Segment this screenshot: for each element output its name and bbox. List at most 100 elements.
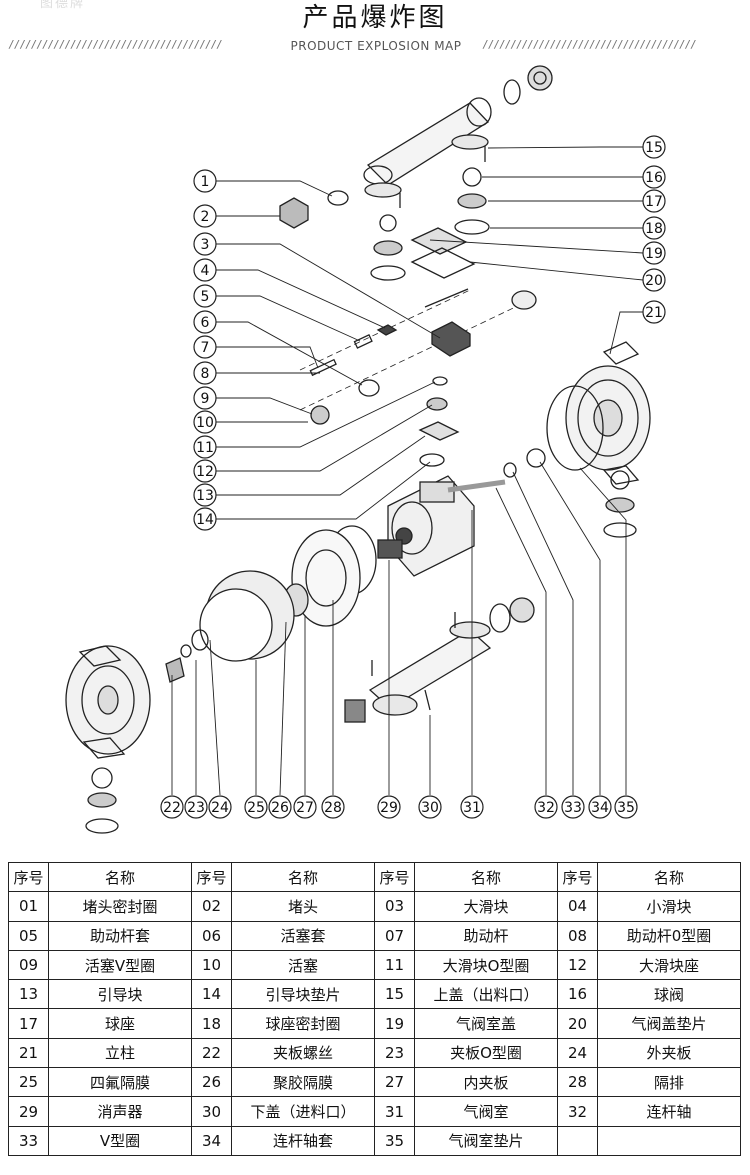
part-name-cell: 气阀室盖 [414, 1008, 558, 1039]
bottom-manifold [344, 597, 535, 723]
part-name-cell: 隔排 [597, 1067, 741, 1098]
callout-marker: 6 [193, 310, 217, 334]
callout-label: 31 [463, 800, 481, 816]
part-number-cell: 26 [191, 1067, 232, 1098]
part-number-cell: 31 [374, 1096, 415, 1127]
callout-circle [193, 507, 217, 531]
part-number-cell: 05 [8, 920, 49, 951]
part-number-cell: 30 [191, 1096, 232, 1127]
callout-label: 23 [187, 800, 205, 816]
callout-circle [193, 435, 217, 459]
part-number-cell: 18 [191, 1008, 232, 1039]
callout-label: 34 [591, 800, 609, 816]
part-number-cell: 09 [8, 949, 49, 981]
part-number-cell: 03 [374, 891, 415, 922]
callout-label: 3 [201, 237, 210, 253]
callout-label: 21 [645, 305, 663, 321]
part-name-cell: 堵头密封圈 [48, 891, 192, 922]
callout-label: 33 [564, 800, 582, 816]
callout-label: 27 [296, 800, 314, 816]
top-manifold [279, 65, 553, 229]
callout-marker: 23 [184, 795, 208, 819]
explosion-diagram: 1234567891011121314151617181920212223242… [65, 65, 666, 834]
callout-label: 22 [163, 800, 181, 816]
air-chamber [377, 475, 506, 577]
callout-circle [642, 268, 666, 292]
center-parts [299, 288, 537, 467]
divider-right: ////////////////////////////////////// [482, 38, 697, 51]
column-header: 名称 [48, 861, 192, 893]
part-number-cell: 14 [191, 979, 232, 1010]
part-number-cell: 34 [191, 1125, 232, 1156]
part-name-cell: 活塞V型圈 [48, 949, 192, 981]
callout-label: 12 [196, 464, 214, 480]
callout-label: 5 [201, 289, 210, 305]
callout-label: 15 [645, 140, 663, 156]
column-header: 名称 [597, 861, 741, 893]
column-header: 序号 [8, 861, 49, 893]
callout-label: 13 [196, 488, 214, 504]
part-number-cell: 02 [191, 891, 232, 922]
part-name-cell: 球阀 [597, 979, 741, 1010]
callout-circle [642, 216, 666, 240]
callout-marker: 4 [193, 258, 217, 282]
part-number-cell: 33 [8, 1125, 49, 1156]
callout-circle [642, 135, 666, 159]
part-name-cell: 助动杆 [414, 920, 558, 951]
callout-label: 11 [196, 440, 214, 456]
part-name-cell: 球座 [48, 1008, 192, 1039]
part-number-cell: 24 [557, 1037, 598, 1069]
callout-label: 17 [645, 194, 663, 210]
callout-circle [244, 795, 268, 819]
callout-label: 24 [211, 800, 229, 816]
part-number-cell [557, 1125, 598, 1156]
callout-marker: 15 [642, 135, 666, 159]
callout-label: 30 [421, 800, 439, 816]
callout-label: 1 [201, 174, 210, 190]
callout-circle [377, 795, 401, 819]
part-number-cell: 28 [557, 1067, 598, 1098]
part-name-cell: 上盖（出料口） [414, 979, 558, 1010]
callout-label: 29 [380, 800, 398, 816]
part-name-cell: 气阀室垫片 [414, 1125, 558, 1156]
callout-marker: 19 [642, 241, 666, 265]
part-name-cell: 活塞套 [231, 920, 375, 951]
callout-label: 18 [645, 221, 663, 237]
part-number-cell: 15 [374, 979, 415, 1010]
callout-marker: 1 [193, 169, 217, 193]
callout-circle [561, 795, 585, 819]
part-name-cell: 引导块垫片 [231, 979, 375, 1010]
part-number-cell: 32 [557, 1096, 598, 1127]
column-header: 名称 [231, 861, 375, 893]
part-number-cell: 19 [374, 1008, 415, 1039]
callout-marker: 21 [642, 300, 666, 324]
part-name-cell: 外夹板 [597, 1037, 741, 1069]
callout-circle [293, 795, 317, 819]
callout-circle [208, 795, 232, 819]
part-name-cell: 大滑块座 [597, 949, 741, 981]
table-header-row: 序号 名称 序号 名称 序号 名称 序号 名称 [8, 861, 741, 893]
callout-circle [193, 459, 217, 483]
callout-circle [193, 410, 217, 434]
leader-lines [171, 146, 644, 796]
callout-marker: 5 [193, 284, 217, 308]
callout-circle [193, 284, 217, 308]
column-header: 序号 [557, 861, 598, 893]
callout-marker: 20 [642, 268, 666, 292]
callout-circle [588, 795, 612, 819]
callout-circle [418, 795, 442, 819]
part-name-cell: V型圈 [48, 1125, 192, 1156]
part-name-cell: 消声器 [48, 1096, 192, 1127]
callout-circle [460, 795, 484, 819]
divider-left: ////////////////////////////////////// [8, 38, 223, 51]
callout-circle [193, 204, 217, 228]
page-title: 产品爆炸图 [302, 3, 448, 33]
